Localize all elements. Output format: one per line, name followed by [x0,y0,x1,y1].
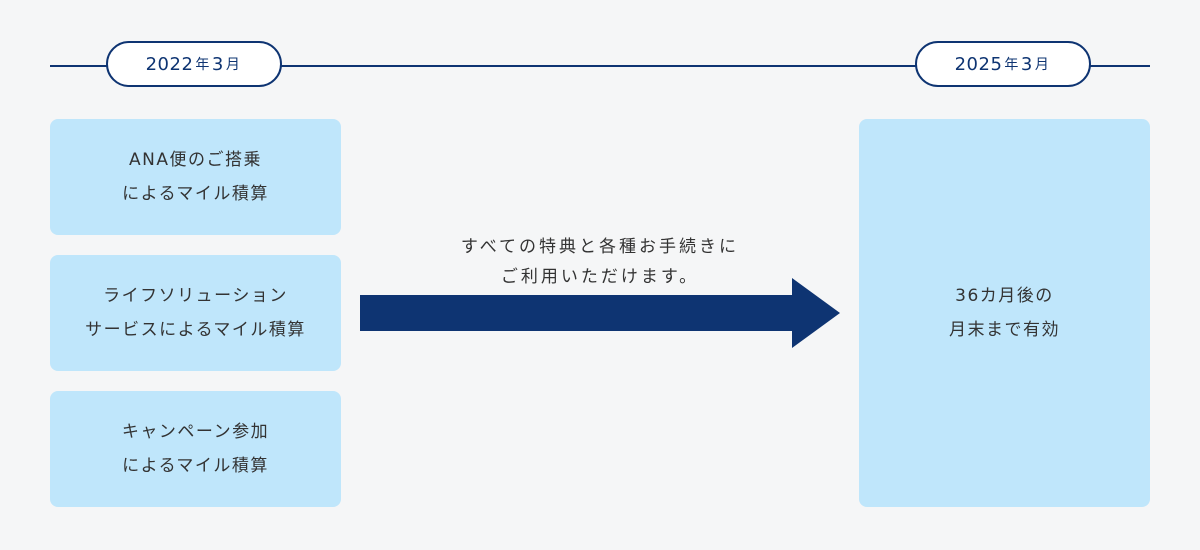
source-card-life-solution: ライフソリューション サービスによるマイル積算 [50,255,341,371]
source-card-campaign: キャンペーン参加 によるマイル積算 [50,391,341,507]
source-card-campaign-line-2: によるマイル積算 [122,456,269,476]
arrow-caption: すべての特典と各種お手続きに ご利用いただけます。 [360,232,840,292]
source-card-campaign-line-1: キャンペーン参加 [121,422,270,442]
result-card-line-2: 月末まで有効 [949,320,1060,340]
start-month: 3 [211,53,224,75]
result-card-validity: 36カ月後の 月末まで有効 [859,119,1150,507]
start-month-unit: 月 [225,57,241,73]
end-date-pill: 2025 年 3 月 [915,41,1091,87]
start-year: 2022 [145,53,194,75]
result-card-line-1: 36カ月後の [955,286,1054,306]
source-card-life-solution-line-1: ライフソリューション [103,286,288,306]
source-card-flight-line-2: によるマイル積算 [122,184,269,204]
end-year: 2025 [954,53,1003,75]
start-year-unit: 年 [195,57,210,73]
end-month: 3 [1020,53,1033,75]
start-date-pill: 2022 年 3 月 [106,41,282,87]
end-year-unit: 年 [1004,57,1019,73]
arrow-caption-line-1: すべての特典と各種お手続きに [460,237,740,257]
source-card-flight-line-1: ANA便のご搭乗 [129,150,262,170]
arrow-shape [360,278,840,348]
right-arrow-icon [360,278,840,348]
end-month-unit: 月 [1034,57,1050,73]
source-card-flight: ANA便のご搭乗 によるマイル積算 [50,119,341,235]
timeline-line [50,65,1150,67]
arrow-caption-line-2: ご利用いただけます。 [500,267,700,287]
source-card-life-solution-line-2: サービスによるマイル積算 [85,320,306,340]
